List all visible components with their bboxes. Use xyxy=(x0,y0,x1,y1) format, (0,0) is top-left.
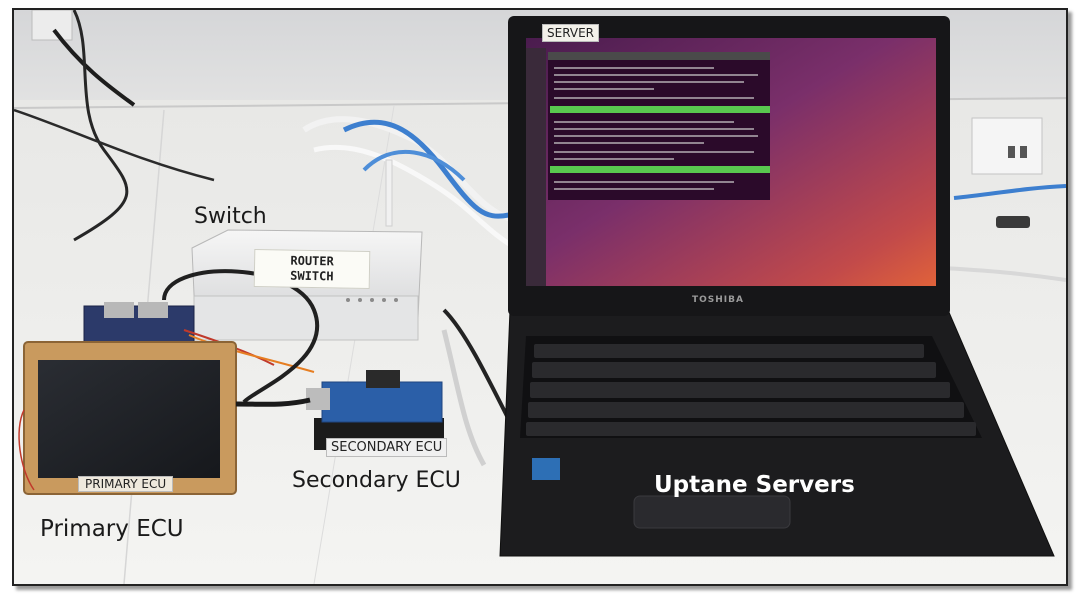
router-led xyxy=(346,298,350,302)
blue-cable xyxy=(953,184,1066,200)
secondary-ecu-sticker: SECONDARY ECU xyxy=(326,438,448,457)
blue-cable xyxy=(362,149,466,182)
router-front xyxy=(193,295,419,341)
antenna xyxy=(385,159,393,227)
black-cable xyxy=(72,10,129,242)
terminal-text-lines xyxy=(554,67,758,190)
usb-port xyxy=(1020,146,1027,158)
keyboard-keys xyxy=(526,344,976,436)
terminal-titlebar xyxy=(548,52,770,60)
primary-ecu-screen xyxy=(38,360,220,478)
router-sticker-line2: SWITCH xyxy=(290,268,334,284)
power-strip xyxy=(971,117,1043,175)
black-cable xyxy=(14,108,215,182)
lab-setup-photo xyxy=(14,10,1066,584)
usb-stick xyxy=(996,216,1030,228)
primary-ecu-sticker: PRIMARY ECU xyxy=(78,476,174,492)
black-cable xyxy=(235,397,311,407)
black-cable xyxy=(52,28,136,107)
usb-port xyxy=(1008,146,1015,158)
terminal-highlight xyxy=(550,106,770,113)
usb-ports xyxy=(104,302,134,318)
secondary-ecu-label: Secondary ECU xyxy=(292,468,461,493)
white-cable xyxy=(313,144,521,253)
router-led xyxy=(394,298,398,302)
desk-seam xyxy=(313,105,395,584)
usb-ports xyxy=(306,388,330,410)
terminal-highlight xyxy=(550,166,770,173)
white-cable xyxy=(943,266,1066,282)
blue-cable xyxy=(342,119,510,219)
touchpad xyxy=(633,495,791,529)
server-sticker: SERVER xyxy=(542,24,600,42)
terminal-window xyxy=(548,52,770,200)
ubuntu-launcher xyxy=(526,48,546,286)
router-led xyxy=(358,298,362,302)
black-cable xyxy=(162,269,319,404)
intel-sticker xyxy=(532,458,560,480)
router-led xyxy=(382,298,386,302)
black-cable xyxy=(442,308,516,431)
photo-frame: ROUTER SWITCH SERVER PRIMARY ECU SECONDA… xyxy=(12,8,1068,586)
primary-ecu-label: Primary ECU xyxy=(40,516,184,542)
red-wire xyxy=(18,409,35,491)
wall-socket xyxy=(31,10,73,41)
router-led xyxy=(370,298,374,302)
switch-label: Switch xyxy=(194,204,267,229)
laptop-brand-logo: TOSHIBA xyxy=(692,295,744,305)
router-switch-sticker: ROUTER SWITCH xyxy=(253,248,371,290)
db9-connector xyxy=(366,370,400,388)
usb-ports xyxy=(138,302,168,318)
uptane-servers-label: Uptane Servers xyxy=(654,472,855,498)
grey-cable xyxy=(441,329,487,467)
